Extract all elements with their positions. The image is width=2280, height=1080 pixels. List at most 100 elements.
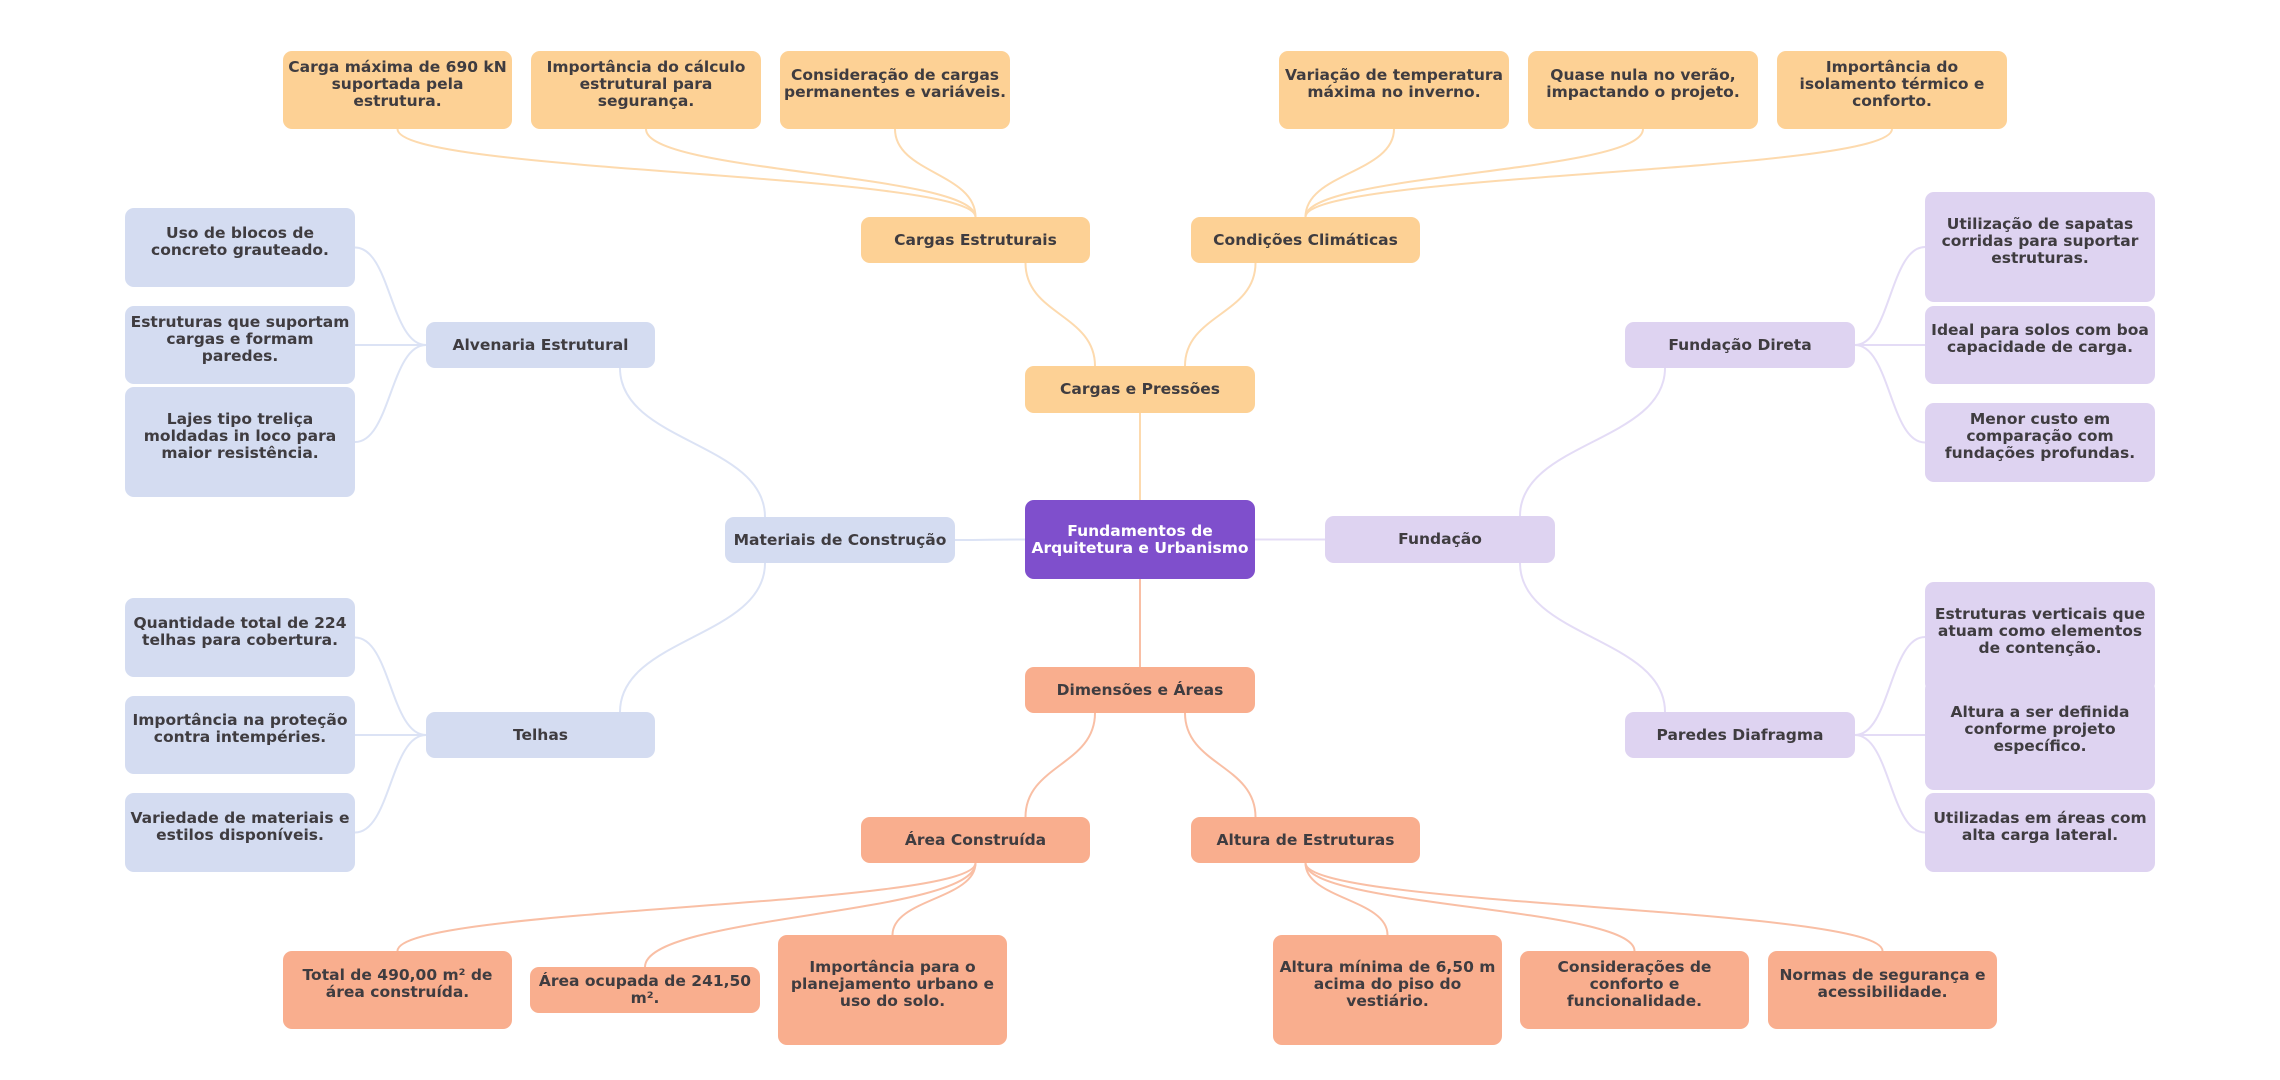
connector-line [396, 128, 977, 218]
root-node[interactable]: Fundamentos de Arquitetura e Urbanismo [1025, 500, 1255, 579]
leaf-node[interactable]: Total de 490,00 m² de área construída. [283, 951, 512, 1029]
subtopic-label: Área Construída [904, 830, 1047, 849]
leaf-label: Altura mínima de 6,50 m acima do piso do… [1279, 957, 1496, 1010]
leaf-label: Total de 490,00 m² de área construída. [302, 966, 493, 1001]
connector-line [619, 562, 766, 713]
connector-line [354, 246, 427, 346]
leaf-node[interactable]: Ideal para solos com boa capacidade de c… [1925, 306, 2155, 384]
leaf-node[interactable]: Variedade de materiais e estilos disponí… [125, 793, 355, 872]
subtopic-telhas[interactable]: Telhas [426, 712, 655, 758]
leaf-label: Importância na proteção contra intempéri… [132, 711, 348, 746]
leaf-node[interactable]: Considerações de conforto e funcionalida… [1520, 951, 1749, 1029]
branch-fundacao[interactable]: Fundação [1325, 516, 1555, 563]
connector-line [894, 128, 977, 218]
subtopic-label: Condições Climáticas [1213, 230, 1398, 249]
connector-line [354, 636, 427, 736]
subtopic-cargas-estruturais[interactable]: Cargas Estruturais [861, 217, 1090, 263]
leaf-node[interactable]: Variação de temperatura máxima no invern… [1279, 51, 1509, 129]
leaf-label: Importância para o planejamento urbano e… [790, 957, 995, 1010]
leaf-node[interactable]: Menor custo em comparação com fundações … [1925, 403, 2155, 482]
leaf-node[interactable]: Altura a ser definida conforme projeto e… [1925, 680, 2155, 790]
connector-line [1184, 712, 1257, 818]
leaf-node[interactable]: Consideração de cargas permanentes e var… [780, 51, 1010, 129]
leaf-node[interactable]: Estruturas verticais que atuam como elem… [1925, 582, 2155, 692]
leaf-label: Importância do isolamento térmico e conf… [1799, 57, 1985, 110]
leaf-label: Quase nula no verão, impactando o projet… [1546, 66, 1740, 101]
branch-label: Materiais de Construção [733, 530, 947, 549]
leaf-label: Lajes tipo treliça moldadas in loco para… [143, 409, 337, 462]
leaf-node[interactable]: Utilização de sapatas corridas para supo… [1925, 192, 2155, 302]
branch-label: Dimensões e Áreas [1056, 680, 1224, 699]
leaf-node[interactable]: Utilizadas em áreas com alta carga later… [1925, 793, 2155, 872]
connector-line [1854, 246, 1926, 346]
connector-line [1024, 712, 1096, 818]
subtopic-label: Paredes Diafragma [1656, 725, 1824, 744]
branch-dimensoes-areas[interactable]: Dimensões e Áreas [1025, 667, 1255, 713]
leaf-label: Utilização de sapatas corridas para supo… [1941, 214, 2139, 267]
leaf-label: Altura a ser definida conforme projeto e… [1950, 702, 2130, 755]
leaf-label: Normas de segurança e acessibilidade. [1779, 966, 1986, 1001]
connector-line [644, 862, 977, 968]
leaf-node[interactable]: Quantidade total de 224 telhas para cobe… [125, 598, 355, 677]
leaf-node[interactable]: Estruturas que suportam cargas e formam … [125, 306, 355, 384]
subtopic-altura-estruturas[interactable]: Altura de Estruturas [1191, 817, 1420, 863]
connector-line [954, 538, 1026, 541]
connector-line [1854, 734, 1926, 834]
leaf-label: Variação de temperatura máxima no invern… [1284, 66, 1504, 101]
leaf-node[interactable]: Lajes tipo treliça moldadas in loco para… [125, 387, 355, 497]
connector-line [354, 344, 427, 443]
branch-label: Fundação [1398, 530, 1482, 548]
connector-line [1304, 128, 1893, 218]
root-label: Fundamentos de Arquitetura e Urbanismo [1031, 521, 1249, 557]
leaf-label: Considerações de conforto e funcionalida… [1557, 957, 1712, 1010]
leaf-label: Uso de blocos de concreto grauteado. [151, 223, 329, 259]
connector-line [619, 367, 766, 518]
leaf-label: Quantidade total de 224 telhas para cobe… [133, 613, 347, 649]
connector-line [645, 128, 977, 218]
connector-line [1854, 636, 1926, 736]
subtopic-paredes-diafragma[interactable]: Paredes Diafragma [1625, 712, 1855, 758]
connector-line [1304, 862, 1884, 952]
leaf-label: Utilizadas em áreas com alta carga later… [1933, 808, 2147, 844]
leaf-node[interactable]: Importância na proteção contra intempéri… [125, 696, 355, 774]
subtopic-label: Telhas [512, 725, 569, 744]
connector-line [891, 862, 977, 936]
leaf-node[interactable]: Carga máxima de 690 kN suportada pela es… [283, 51, 512, 129]
branch-label: Cargas e Pressões [1060, 380, 1220, 398]
subtopic-condicoes-climaticas[interactable]: Condições Climáticas [1191, 217, 1420, 263]
connector-line [1304, 862, 1389, 936]
leaf-node[interactable]: Importância do cálculo estrutural para s… [531, 51, 761, 129]
connector-line [1854, 344, 1926, 444]
subtopic-label: Alvenaria Estrutural [452, 335, 629, 354]
branch-materiais-construcao[interactable]: Materiais de Construção [725, 517, 955, 563]
connector-line [396, 862, 977, 952]
leaf-label: Variedade de materiais e estilos disponí… [130, 808, 350, 844]
leaf-label: Menor custo em comparação com fundações … [1944, 410, 2136, 462]
leaf-label: Estruturas verticais que atuam como elem… [1934, 605, 2146, 657]
connector-line [1304, 128, 1644, 218]
leaf-node[interactable]: Importância do isolamento térmico e conf… [1777, 51, 2007, 129]
leaf-label: Importância do cálculo estrutural para s… [546, 57, 746, 110]
leaf-node[interactable]: Altura mínima de 6,50 m acima do piso do… [1273, 935, 1502, 1045]
branch-cargas-pressoes[interactable]: Cargas e Pressões [1025, 366, 1255, 413]
connector-line [1024, 262, 1096, 367]
connector-line [1184, 262, 1257, 367]
subtopic-fundacao-direta[interactable]: Fundação Direta [1625, 322, 1855, 368]
leaf-node[interactable]: Área ocupada de 241,50 m². [530, 967, 760, 1013]
subtopic-label: Altura de Estruturas [1216, 830, 1395, 849]
leaf-label: Área ocupada de 241,50 m². [538, 972, 752, 1007]
subtopic-area-construida[interactable]: Área Construída [861, 817, 1090, 863]
subtopic-label: Cargas Estruturais [894, 230, 1057, 249]
connector-line [354, 734, 427, 834]
leaf-node[interactable]: Importância para o planejamento urbano e… [778, 935, 1007, 1045]
subtopic-alvenaria-estrutural[interactable]: Alvenaria Estrutural [426, 322, 655, 368]
leaf-node[interactable]: Quase nula no verão, impactando o projet… [1528, 51, 1758, 129]
leaf-node[interactable]: Uso de blocos de concreto grauteado. [125, 208, 355, 287]
connector-line [1519, 562, 1666, 713]
leaf-node[interactable]: Normas de segurança e acessibilidade. [1768, 951, 1997, 1029]
leaf-label: Ideal para solos com boa capacidade de c… [1931, 321, 2149, 356]
connector-line [1304, 128, 1395, 218]
leaf-label: Estruturas que suportam cargas e formam … [130, 312, 350, 365]
